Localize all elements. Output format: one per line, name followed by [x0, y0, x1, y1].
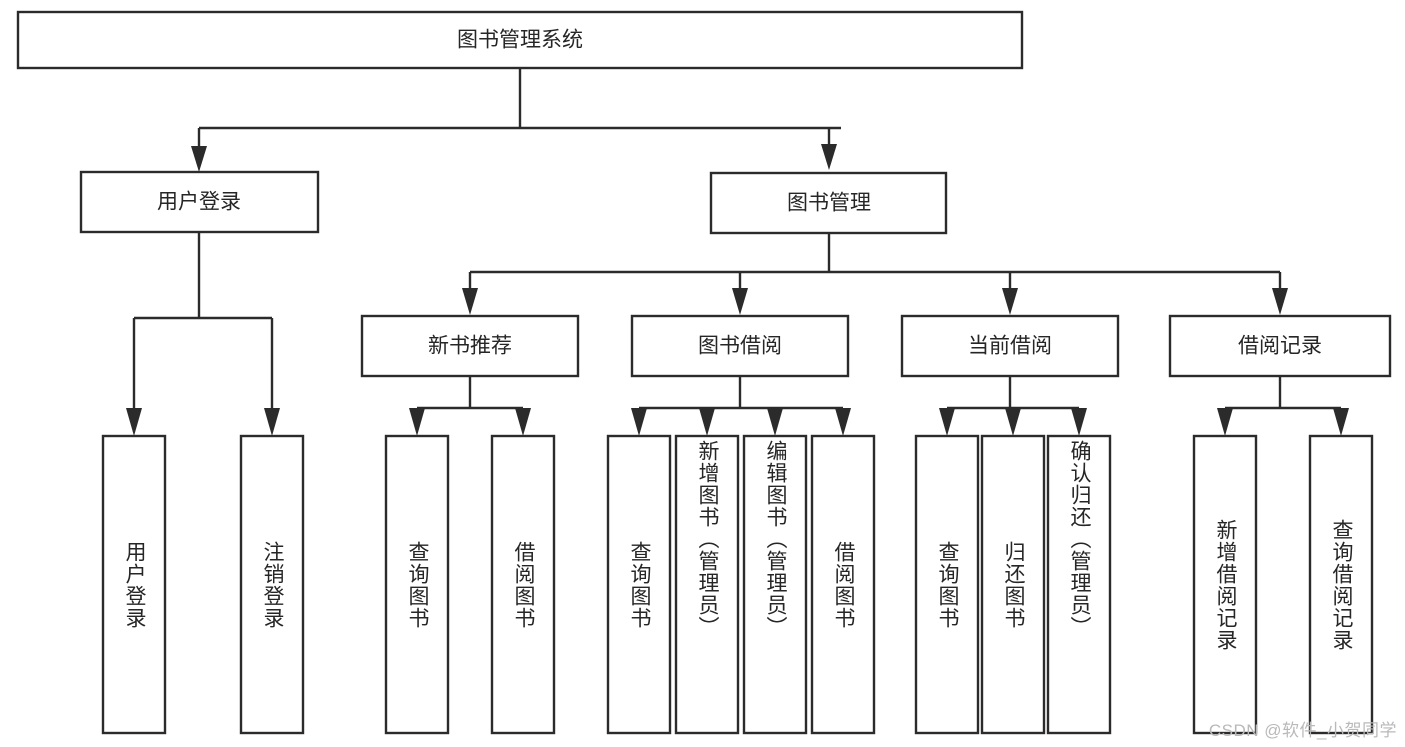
arrowhead-user-login: [191, 146, 207, 172]
node-leaf-user-login-box[interactable]: [101, 434, 167, 735]
arrowhead-leaf-user-logout: [264, 408, 280, 436]
node-root[interactable]: 图书管理系统: [16, 10, 1024, 70]
node-current-borrow[interactable]: 当前借阅: [900, 314, 1120, 378]
arrowhead-leaf-return-book: [1005, 408, 1021, 436]
node-leaf-query-book-3-box[interactable]: [914, 434, 980, 735]
node-book-borrow[interactable]: 图书借阅: [630, 314, 850, 378]
node-leaf-borrow-book-1-box[interactable]: [490, 434, 556, 735]
node-book-borrow-box[interactable]: [630, 314, 850, 378]
arrowhead-leaf-add-record: [1217, 408, 1233, 436]
arrowhead-leaf-query-book-3: [939, 408, 955, 436]
node-user-login-label: 用户登录: [157, 191, 241, 214]
arrowhead-leaf-borrow-book-2: [835, 408, 851, 436]
connector-group-new-book-recommend: [409, 376, 531, 436]
node-leaf-query-book-1-box[interactable]: [384, 434, 450, 735]
node-borrow-record-label: 借阅记录: [1238, 335, 1322, 358]
node-leaf-confirm-return-box[interactable]: [1046, 434, 1112, 735]
csdn-watermark: CSDN @软件_小贺同学: [1208, 721, 1397, 740]
node-user-login[interactable]: 用户登录: [79, 170, 320, 234]
node-root-box[interactable]: [16, 10, 1024, 70]
node-new-book-recommend-label: 新书推荐: [428, 335, 512, 358]
connector-group-root: [191, 68, 841, 172]
node-new-book-recommend[interactable]: 新书推荐: [360, 314, 580, 378]
arrowhead-leaf-edit-book: [767, 408, 783, 436]
arrowhead-current-borrow: [1002, 288, 1018, 315]
arrowhead-leaf-query-book-1: [409, 408, 425, 436]
node-leaf-edit-book-box[interactable]: [742, 434, 808, 735]
connector-group-book-manage: [462, 233, 1288, 315]
node-current-borrow-box[interactable]: [900, 314, 1120, 378]
node-leaf-add-book-box[interactable]: [674, 434, 740, 735]
connector-group-borrow-record: [1217, 376, 1349, 436]
node-book-borrow-label: 图书借阅: [698, 335, 782, 358]
node-leaf-add-record-box[interactable]: [1192, 434, 1258, 735]
connector-group-book-borrow: [631, 376, 851, 436]
arrowhead-leaf-query-book-2: [631, 408, 647, 436]
node-user-login-box[interactable]: [79, 170, 320, 234]
node-book-manage-box[interactable]: [709, 171, 948, 235]
arrowhead-leaf-query-record: [1333, 408, 1349, 436]
arrowhead-leaf-confirm-return: [1071, 408, 1087, 436]
node-leaf-query-record-box[interactable]: [1308, 434, 1374, 735]
node-leaf-borrow-book-2-box[interactable]: [810, 434, 876, 735]
arrowhead-leaf-user-login: [126, 408, 142, 436]
connector-group-user-login: [126, 232, 280, 436]
arrowhead-leaf-borrow-book-1: [515, 408, 531, 436]
node-book-manage[interactable]: 图书管理: [709, 171, 948, 235]
arrowhead-new-book-recommend: [462, 288, 478, 315]
arrowhead-borrow-record: [1272, 288, 1288, 315]
arrowhead-book-manage: [821, 144, 837, 170]
node-new-book-recommend-box[interactable]: [360, 314, 580, 378]
node-leaf-return-book-box[interactable]: [980, 434, 1046, 735]
node-leaf-query-book-2-box[interactable]: [606, 434, 672, 735]
arrowhead-book-borrow: [732, 288, 748, 315]
node-leaf-user-logout-box[interactable]: [239, 434, 305, 735]
node-book-manage-label: 图书管理: [787, 192, 871, 215]
arrowhead-leaf-add-book: [699, 408, 715, 436]
node-root-label: 图书管理系统: [457, 29, 583, 52]
node-current-borrow-label: 当前借阅: [968, 335, 1052, 358]
node-borrow-record[interactable]: 借阅记录: [1168, 314, 1392, 378]
node-borrow-record-box[interactable]: [1168, 314, 1392, 378]
connector-group-current-borrow: [939, 376, 1087, 436]
